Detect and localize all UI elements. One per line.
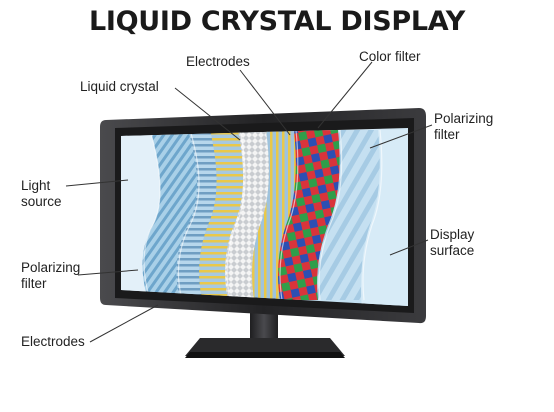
leader-color-filter bbox=[317, 61, 373, 129]
label-line: filter bbox=[21, 276, 47, 291]
screen-layers bbox=[121, 128, 408, 306]
crystal-grid-layer bbox=[225, 130, 271, 300]
leader-liquid-crystal bbox=[174, 87, 241, 141]
leader-lines bbox=[65, 61, 433, 343]
leader-electrodes-top bbox=[239, 69, 291, 136]
polarizing-filter-left-layer bbox=[142, 130, 199, 300]
label-line: Polarizing bbox=[21, 260, 81, 275]
leader-light-source bbox=[65, 179, 129, 187]
label-line: source bbox=[21, 194, 62, 209]
label-line: Light bbox=[21, 178, 51, 193]
color-filter-layer bbox=[278, 130, 342, 300]
display-surface-layer bbox=[361, 130, 408, 306]
liquid-crystal-layer bbox=[199, 130, 246, 300]
electrodes-left-layer bbox=[176, 130, 219, 300]
electrodes-right-layer bbox=[252, 130, 298, 300]
label-polarizing-filter-right: Polarizing filter bbox=[434, 111, 493, 143]
label-line: Polarizing bbox=[434, 111, 494, 126]
polarizing-filter-right-layer bbox=[317, 130, 382, 300]
label-liquid-crystal: Liquid crystal bbox=[80, 79, 159, 94]
leader-polarizing-right bbox=[369, 124, 433, 149]
label-electrodes-top: Electrodes bbox=[186, 54, 250, 69]
label-color-filter: Color filter bbox=[359, 49, 421, 64]
label-electrodes-bottom: Electrodes bbox=[21, 334, 85, 349]
leader-electrodes-bottom bbox=[89, 304, 159, 343]
label-polarizing-filter-left: Polarizing filter bbox=[21, 260, 80, 292]
leader-display-surface bbox=[389, 239, 429, 256]
label-display-surface: Display surface bbox=[430, 227, 474, 259]
light-source-layer bbox=[121, 130, 162, 300]
label-line: Display bbox=[430, 227, 475, 242]
label-light-source: Light source bbox=[21, 178, 62, 210]
label-line: surface bbox=[430, 243, 475, 258]
diagram-title: LIQUID CRYSTAL DISPLAY bbox=[88, 6, 466, 37]
label-line: filter bbox=[434, 127, 460, 142]
leader-polarizing-left bbox=[77, 269, 139, 276]
